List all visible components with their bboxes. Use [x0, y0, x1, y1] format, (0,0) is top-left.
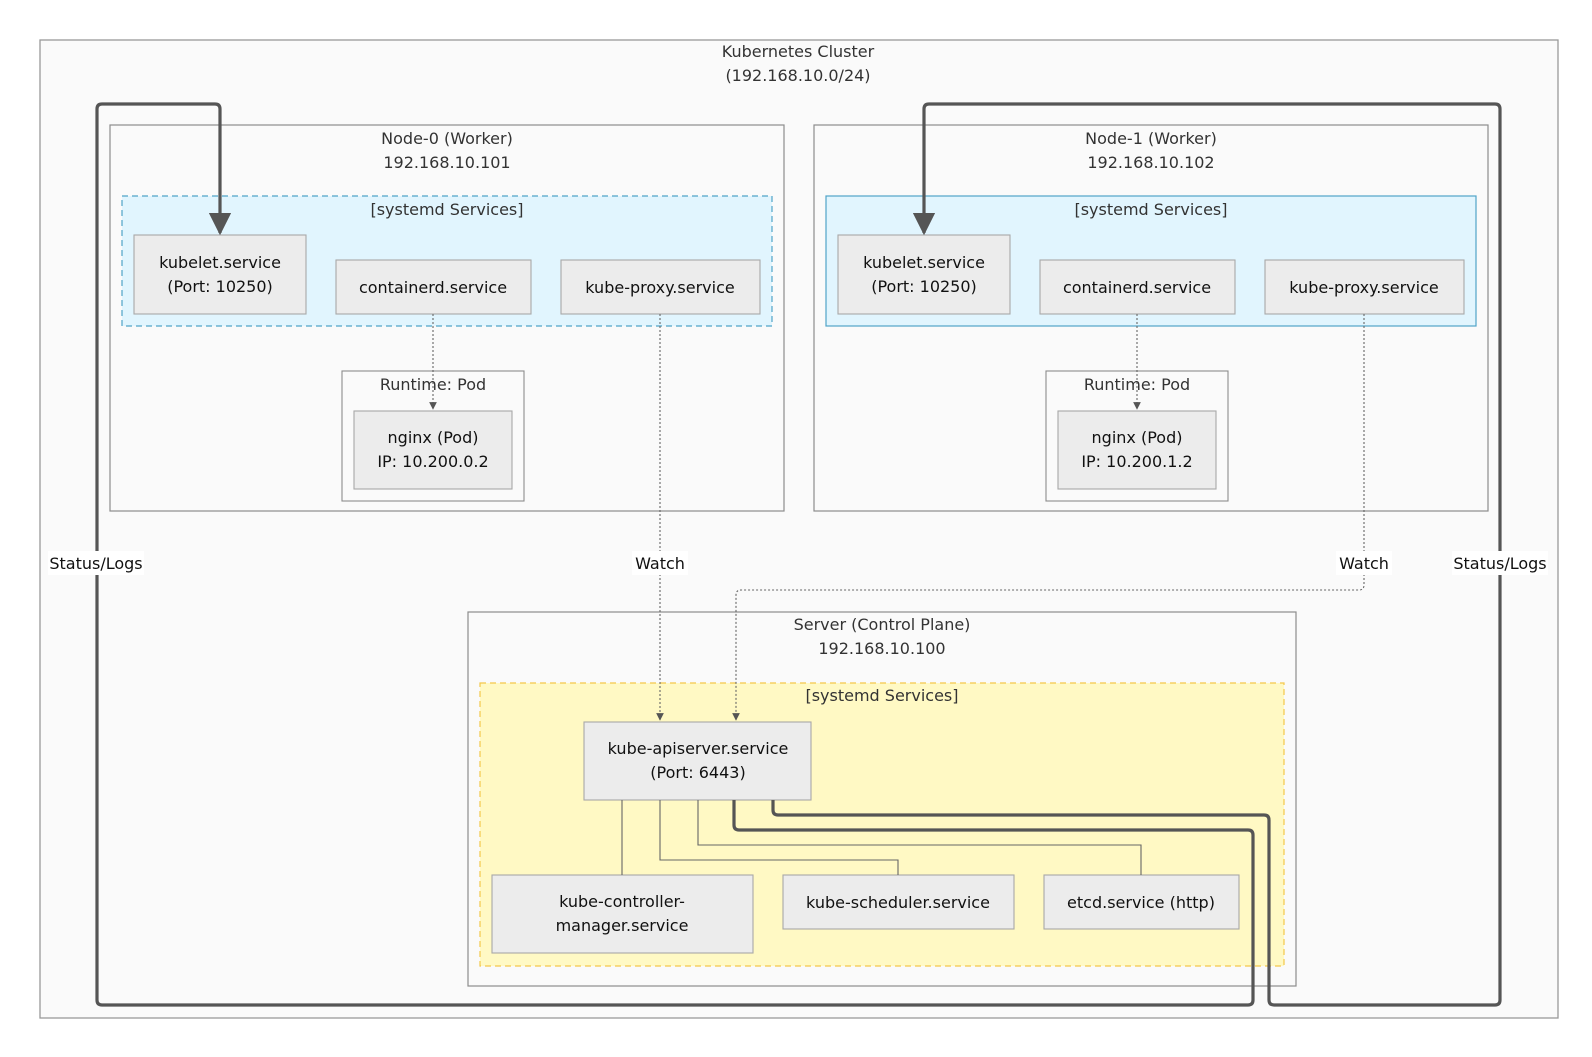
edge-status-logs-left — [95, 102, 1255, 1007]
status-logs-right-label: Status/Logs — [1453, 554, 1546, 573]
node0-kube-proxy-name: kube-proxy.service — [585, 278, 734, 297]
cluster-title: Kubernetes Cluster — [722, 42, 875, 61]
watch-right-label-bg — [1336, 551, 1392, 575]
edge-apiserver-to-etcd — [697, 800, 1142, 875]
node0-runtime-label: Runtime: Pod — [380, 375, 486, 394]
watch-left-label: Watch — [635, 554, 685, 573]
edge-status-logs-right — [771, 102, 1502, 1007]
edge-apiserver-to-scheduler — [659, 800, 899, 875]
cluster-subnet: (192.168.10.0/24) — [725, 66, 870, 85]
node0-containerd-name: containerd.service — [359, 278, 507, 297]
node1-nginx-ip: IP: 10.200.1.2 — [1081, 452, 1192, 471]
watch-left-label-bg — [632, 551, 688, 575]
node0-systemd-label: [systemd Services] — [370, 200, 523, 219]
kube-controller-manager-line2: manager.service — [556, 916, 689, 935]
node0-nginx-pod — [353, 410, 513, 490]
status-right-label-bg — [1452, 551, 1548, 575]
node0-containerd-service — [335, 259, 532, 315]
node0-kube-proxy-service — [560, 259, 761, 315]
etcd-name: etcd.service (http) — [1067, 893, 1215, 912]
kube-scheduler-service — [782, 874, 1015, 930]
status-left-label-bg — [48, 551, 144, 575]
kube-apiserver-service — [583, 721, 812, 801]
node0-kubelet-name: kubelet.service — [159, 253, 281, 272]
node0-ip: 192.168.10.101 — [383, 153, 510, 172]
node1-title: Node-1 (Worker) — [1085, 129, 1217, 148]
node1-nginx-name: nginx (Pod) — [1092, 428, 1183, 447]
node0-kubelet-port: (Port: 10250) — [167, 277, 273, 296]
status-logs-left-label: Status/Logs — [49, 554, 142, 573]
node1-containerd-name: containerd.service — [1063, 278, 1211, 297]
server-title: Server (Control Plane) — [794, 615, 971, 634]
node0-title: Node-0 (Worker) — [381, 129, 513, 148]
node1-kubelet-name: kubelet.service — [863, 253, 985, 272]
node1-kubelet-port: (Port: 10250) — [871, 277, 977, 296]
kube-controller-manager-service — [491, 874, 754, 954]
node1-kubelet-service — [837, 234, 1011, 315]
node1-kube-proxy-name: kube-proxy.service — [1289, 278, 1438, 297]
node0-nginx-ip: IP: 10.200.0.2 — [377, 452, 488, 471]
node1-systemd-label: [systemd Services] — [1074, 200, 1227, 219]
node1-runtime-label: Runtime: Pod — [1084, 375, 1190, 394]
edge-node1-proxy-watch — [732, 314, 1365, 721]
kube-scheduler-name: kube-scheduler.service — [806, 893, 990, 912]
node0-kubelet-service — [133, 234, 307, 315]
server-systemd-label: [systemd Services] — [805, 686, 958, 705]
kube-apiserver-name: kube-apiserver.service — [608, 739, 789, 758]
node0-nginx-name: nginx (Pod) — [388, 428, 479, 447]
node1-nginx-pod — [1057, 410, 1217, 490]
server-ip: 192.168.10.100 — [818, 639, 945, 658]
node1-ip: 192.168.10.102 — [1087, 153, 1214, 172]
kube-apiserver-port: (Port: 6443) — [650, 763, 745, 782]
etcd-service — [1043, 874, 1240, 930]
kube-controller-manager-line1: kube-controller- — [559, 892, 685, 911]
node1-containerd-service — [1039, 259, 1236, 315]
watch-right-label: Watch — [1339, 554, 1389, 573]
